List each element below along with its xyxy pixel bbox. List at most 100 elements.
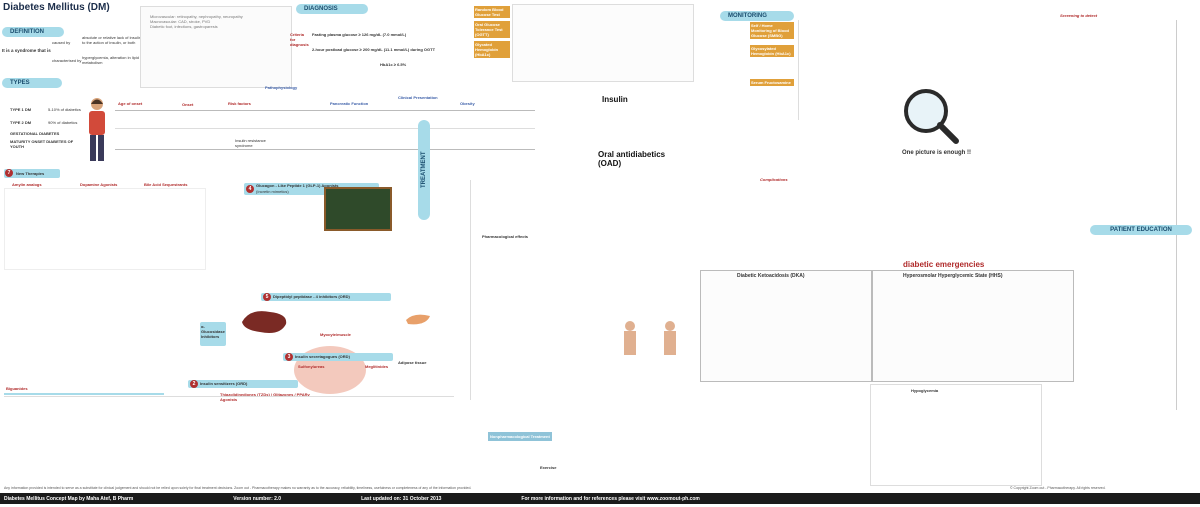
sensitizers-banner: 2 Insulin sensitizers (ORD) xyxy=(188,380,298,388)
pathophysiology: Pathophysiology xyxy=(265,85,298,90)
types-banner: TYPES xyxy=(2,78,62,88)
type2-pct: 90% of diabetics xyxy=(48,120,78,125)
sensitizers: Insulin sensitizers (ORD) xyxy=(200,381,248,386)
hba1c-label: Glycosylated Hemoglobin (HbA1c) xyxy=(750,45,794,57)
type2-label: TYPE 2 DM xyxy=(10,120,32,125)
footer-refs: For more information and for references … xyxy=(521,495,700,502)
diagnosis-banner: DIAGNOSIS xyxy=(296,4,368,14)
dpp4-title: Dipeptidyl peptidase - 4 inhibitors (ORD… xyxy=(273,294,350,299)
sens-num: 2 xyxy=(190,380,198,388)
complications-panel xyxy=(140,6,292,88)
footer-bar: Diabetes Mellitus Concept Map by Maha At… xyxy=(0,493,1200,504)
insulin-big: Insulin xyxy=(602,95,628,104)
obesity: Obesity xyxy=(460,101,475,106)
zoom-logo xyxy=(904,89,959,144)
hhs-title: Hyperosmolar Hyperglycemic State (HHS) xyxy=(903,273,1003,279)
right-sidebar xyxy=(1176,20,1199,410)
diabetic-emergencies: diabetic emergencies xyxy=(903,260,985,269)
pancreatic-function: Pancreatic Function xyxy=(330,101,369,106)
hypo-title: Hypoglycemia xyxy=(911,388,939,393)
glp1-title: Glucagon - Like Peptide 1 (GLP-1) Agonis… xyxy=(256,183,339,188)
oral-antidiabetics: Oral antidiabetics (OAD) xyxy=(598,150,666,168)
glycated-test: Glycated Hemoglobin (HbA1c) xyxy=(474,41,510,58)
muscle-illustration xyxy=(294,346,366,394)
biguanides-banner: Biguanides xyxy=(4,385,164,395)
amylin: Amylin analogs xyxy=(12,182,42,187)
adipose: Adipose tissue xyxy=(398,360,427,365)
dka-title: Diabetic Ketoacidosis (DKA) xyxy=(737,273,805,279)
diagnosis-title: DIAGNOSIS xyxy=(304,6,338,12)
sulfonylureas: Sulfonylureas xyxy=(298,364,325,369)
definition-cause-text: absolute or relative lack of insulin, re… xyxy=(82,35,162,45)
treatment-title: TREATMENT xyxy=(421,151,427,189)
exercise: Exercise xyxy=(540,465,557,470)
patient-education-banner: PATIENT EDUCATION xyxy=(1090,225,1192,235)
complications-monitor: Complications xyxy=(760,177,788,182)
footer-left: Diabetes Mellitus Concept Map by Maha At… xyxy=(4,495,134,502)
dka-panel: Diabetic Ketoacidosis (DKA) xyxy=(700,270,872,382)
drug-body xyxy=(4,396,454,507)
footer-updated: Last updated on: 31 October 2013 xyxy=(361,495,442,502)
glp1-num: 4 xyxy=(246,185,254,193)
liver-illustration xyxy=(242,311,287,333)
footer-copyright: © Copyright Zoom out - Pharmacotherapy. … xyxy=(1010,486,1106,490)
bile: Bile Acid Sequestrants xyxy=(144,182,188,187)
types-divider xyxy=(115,128,535,129)
diag-table xyxy=(512,4,694,82)
new-therapies-body xyxy=(4,188,206,270)
definition-lead: It is a syndrome that is xyxy=(2,48,51,53)
once-picture: One picture is enough !! xyxy=(902,150,972,156)
smbg-label: Self / Home Monitoring of Blood Glucose … xyxy=(750,22,794,39)
screening-label: Screening to detect xyxy=(1060,13,1098,18)
criteria-label: Criteria for diagnosis xyxy=(290,32,309,47)
footer-version: Version number: 2.0 xyxy=(233,495,282,502)
complications-lines: Microvascular: retinopathy, nephropathy,… xyxy=(150,14,243,29)
onset: Onset xyxy=(182,102,194,107)
gdm-label: GESTATIONAL DIABETES xyxy=(10,131,60,136)
footer-disclaimer: Any information provided is intended to … xyxy=(4,486,472,490)
dpp4-banner: 5 Dipeptidyl peptidase - 4 inhibitors (O… xyxy=(261,293,391,301)
definition-char-text: hyperglycemia, alteration in lipid & pro… xyxy=(82,55,157,65)
types-table xyxy=(115,110,535,150)
alpha-gluc-box: α-Glucosidase Inhibitors xyxy=(200,322,226,346)
ogtt-test: Oral Glucose Tolerance Test (OGTT) xyxy=(474,21,510,38)
diag-a1c: HbA1c ≥ 6.5% xyxy=(380,62,407,67)
dopamine: Dopamine Agonists xyxy=(80,182,118,187)
hypo-panel: Hypoglycemia xyxy=(870,384,1042,486)
hhs-panel: Hyperosmolar Hyperglycemic State (HHS) xyxy=(872,270,1074,382)
monitoring-tests: Self / Home Monitoring of Blood Glucose … xyxy=(750,22,794,86)
treatment-banner: TREATMENT xyxy=(418,120,430,220)
random-test: Random Blood Glucose Test xyxy=(474,6,510,18)
diag-fpg: Fasting plasma glucose ≥ 126 mg/dL (7.0 … xyxy=(312,32,407,37)
treatment-body xyxy=(470,180,701,400)
page-title: Diabetes Mellitus (DM) xyxy=(3,2,110,13)
patient-education: PATIENT EDUCATION xyxy=(1110,227,1172,233)
age-onset: Age of onset xyxy=(118,101,143,106)
nonpharm: Nonpharmacological Treatment xyxy=(488,432,552,441)
type1-label: TYPE 1 DM xyxy=(10,107,32,112)
biguanides: Biguanides xyxy=(6,386,28,391)
types-title: TYPES xyxy=(10,80,30,86)
mody-label: MATURITY ONSET DIABETES OF YOUTH xyxy=(10,139,74,149)
diag-ogtt: 2-hour postload glucose ≥ 200 mg/dL (11.… xyxy=(312,47,436,52)
clinical-presentation: Clinical Presentation xyxy=(398,95,438,100)
monitoring-banner: MONITORING xyxy=(720,11,794,21)
monitoring-text xyxy=(798,20,909,120)
body-figures xyxy=(624,321,676,355)
sec-num: 3 xyxy=(285,353,293,361)
definition-banner: DEFINITION xyxy=(2,27,64,37)
new-num: 7 xyxy=(5,169,13,177)
fructosamine-label: Serum Fructosamine xyxy=(750,79,794,86)
insulin-resistance: Insulin resistance syndrome xyxy=(235,138,266,148)
secretagogues-banner: 3 Insulin secretagogues (ORD) xyxy=(283,353,393,361)
monitoring-title: MONITORING xyxy=(728,13,767,19)
myocyte: Myocyte/muscle xyxy=(320,332,351,337)
type1-pct: 5-10% of diabetics xyxy=(48,107,81,112)
definition-title: DEFINITION xyxy=(10,29,44,35)
alpha-gluc: α-Glucosidase Inhibitors xyxy=(201,324,225,339)
dpp4-num: 5 xyxy=(263,293,271,301)
new-therapies-banner: 7 New Therapies xyxy=(4,169,60,178)
tzd: Thiazolidinediones (TZDs) / Glitazones /… xyxy=(220,392,310,402)
new-therapies: New Therapies xyxy=(16,171,45,176)
pancreas-illustration xyxy=(406,314,430,325)
